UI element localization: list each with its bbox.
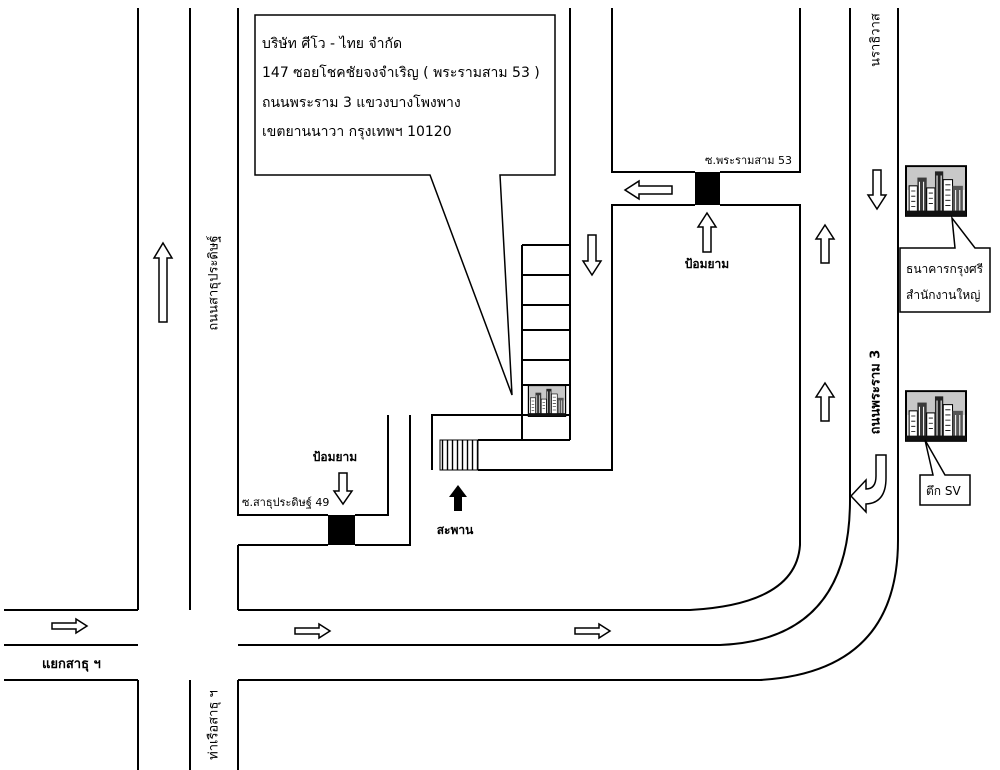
guard-post-soi49-label: ป้อมยาม — [313, 450, 357, 464]
bank-name: ธนาคารกรุงศรี — [906, 262, 984, 277]
building-icon — [527, 385, 567, 417]
company-name: บริษัท ศีโว - ไทย จำกัด — [262, 35, 402, 52]
sathu-junction-label: แยกสาธุ ฯ — [42, 657, 101, 672]
arrow-right-icon — [51, 617, 89, 635]
arrow-down-icon — [581, 234, 603, 277]
arrow-right-icon — [294, 622, 332, 640]
arrow-left-icon — [623, 179, 673, 201]
company-address-line: ถนนพระราม 3 แขวงบางโพงพาง — [262, 94, 461, 111]
sv-building-label: ตึก SV — [926, 484, 961, 498]
sv-building-callout-box — [919, 439, 971, 506]
arrow-up-bold-icon — [449, 485, 467, 511]
arrow-up-icon — [696, 211, 718, 253]
guard-booth-icon — [328, 515, 355, 545]
arrow-up-icon — [814, 223, 836, 264]
rama3-road-inner-edge — [238, 204, 801, 611]
rama3-road-label: ถนนพระราม 3 — [869, 350, 884, 435]
arrow-up-icon — [814, 381, 836, 422]
guard-post-soi53-label: ป้อมยาม — [685, 257, 729, 271]
company-callout-box — [254, 14, 556, 396]
soi-rama3-53-label: ซ.พระรามสาม 53 — [705, 154, 792, 167]
bridge-label: สะพาน — [437, 523, 474, 537]
block-west-edge — [237, 8, 389, 516]
building-icon — [905, 165, 967, 217]
bridge-icon — [439, 439, 479, 471]
guard-booth-icon — [695, 172, 720, 205]
soi-49-road-edge — [237, 415, 411, 610]
arrow-up-icon — [152, 241, 174, 323]
road-lines — [4, 8, 899, 770]
arrow-u-turn-icon — [849, 454, 887, 514]
sathu-pradit-road-label: ถนนสาธุประดิษฐ์ — [206, 235, 222, 330]
company-compound-edge — [431, 8, 571, 470]
soi-53-block — [611, 8, 801, 173]
rama3-road-outer-edge — [238, 8, 899, 681]
narathiwat-road-label: นราธิวาส — [869, 13, 884, 67]
junction-road-lines-west — [4, 609, 138, 681]
sathu-pier-label: ท่าเรือสาธุ ฯ — [206, 690, 222, 760]
bank-branch: สำนักงานใหญ่ — [906, 288, 980, 302]
arrow-down-icon — [866, 169, 888, 211]
arrow-down-icon — [332, 472, 354, 506]
company-address-line: เขตยานนาวา กรุงเทพฯ 10120 — [262, 124, 452, 140]
direction-arrows — [51, 169, 888, 640]
bank-callout-box — [899, 215, 991, 313]
rama3-road-divider — [238, 8, 851, 646]
company-address-line: 147 ซอยโชคชัยจงจำเริญ ( พระรามสาม 53 ) — [262, 64, 540, 81]
soi-sathu-pradit-49-label: ซ.สาธุประดิษฐ์ 49 — [242, 496, 329, 509]
building-icon — [905, 390, 967, 442]
arrow-right-icon — [574, 622, 612, 640]
